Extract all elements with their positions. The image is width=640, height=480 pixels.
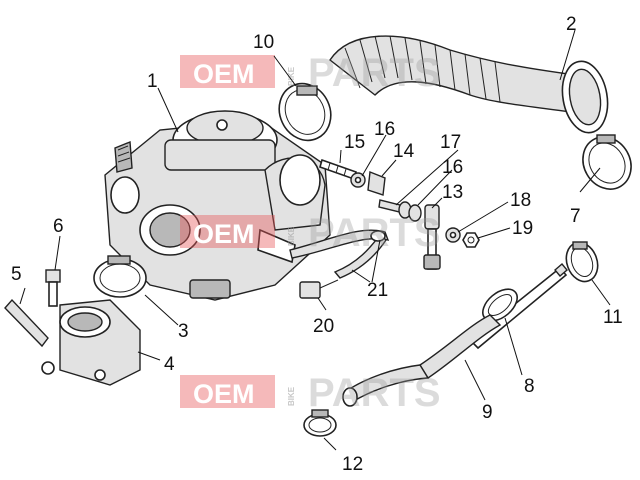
watermark-top: OEM BIKE PARTS	[180, 51, 441, 95]
part-label-14: 14	[393, 141, 415, 162]
bolt-6	[45, 269, 61, 307]
watermark-middle: OEM BIKE PARTS	[180, 211, 441, 255]
washer-18	[445, 227, 461, 243]
watermark-brand-small-3: BIKE	[287, 386, 296, 406]
hose-clamp-3	[93, 255, 147, 298]
part-labels: 1 2 3 4 5 6 7 8 9 10 11 12 13 14 15 16 1…	[11, 14, 623, 475]
part-label-21: 21	[367, 280, 388, 301]
hose-clamp-10	[278, 82, 332, 142]
watermark-brand-small-2: BIKE	[287, 226, 296, 246]
intake-manifold	[41, 299, 141, 386]
sensor-13	[423, 204, 441, 270]
part-label-20: 20	[313, 316, 334, 337]
intake-duct	[329, 35, 609, 134]
part-label-3: 3	[178, 321, 189, 342]
part-label-15: 15	[344, 132, 365, 153]
watermark-brand-small-1: BIKE	[287, 66, 296, 86]
part-label-6: 6	[53, 216, 64, 237]
watermark-brand-left-1: OEM	[193, 59, 255, 89]
vacuum-pipe-5	[4, 298, 49, 348]
nut-19	[462, 232, 480, 248]
part-label-16-top: 16	[374, 119, 395, 140]
watermark-bottom: OEM BIKE PARTS	[180, 371, 441, 415]
part-label-9: 9	[482, 402, 493, 423]
washer-16-top	[350, 172, 366, 188]
carburettor	[104, 110, 331, 301]
part-label-5: 5	[11, 264, 22, 285]
watermark-brand-left-3: OEM	[193, 379, 255, 409]
watermark-brand-left-2: OEM	[193, 219, 255, 249]
bracket-14	[367, 171, 386, 196]
watermark-brand-right-1: PARTS	[308, 51, 441, 95]
part-label-13: 13	[442, 182, 463, 203]
hose-clamp-11	[565, 241, 599, 283]
part-label-12: 12	[342, 454, 363, 475]
hose-clamp-7	[582, 134, 632, 190]
part-label-2: 2	[566, 14, 577, 35]
tube-9	[342, 314, 502, 407]
part-label-10: 10	[253, 32, 274, 53]
leader-lines	[19, 29, 611, 451]
part-label-17: 17	[440, 132, 461, 153]
part-label-7: 7	[570, 206, 581, 227]
watermark-brand-right-2: PARTS	[308, 211, 441, 255]
part-label-18: 18	[510, 190, 531, 211]
part-label-1: 1	[147, 71, 158, 92]
part-label-4: 4	[164, 354, 175, 375]
part-label-19: 19	[512, 218, 533, 239]
watermark-brand-right-3: PARTS	[308, 371, 441, 415]
washer-16-right	[398, 201, 422, 222]
part-label-16-right: 16	[442, 157, 463, 178]
part-label-8: 8	[524, 376, 535, 397]
connector-20	[299, 279, 339, 299]
part-label-11: 11	[603, 307, 623, 328]
hose-clamp-12	[303, 409, 337, 437]
